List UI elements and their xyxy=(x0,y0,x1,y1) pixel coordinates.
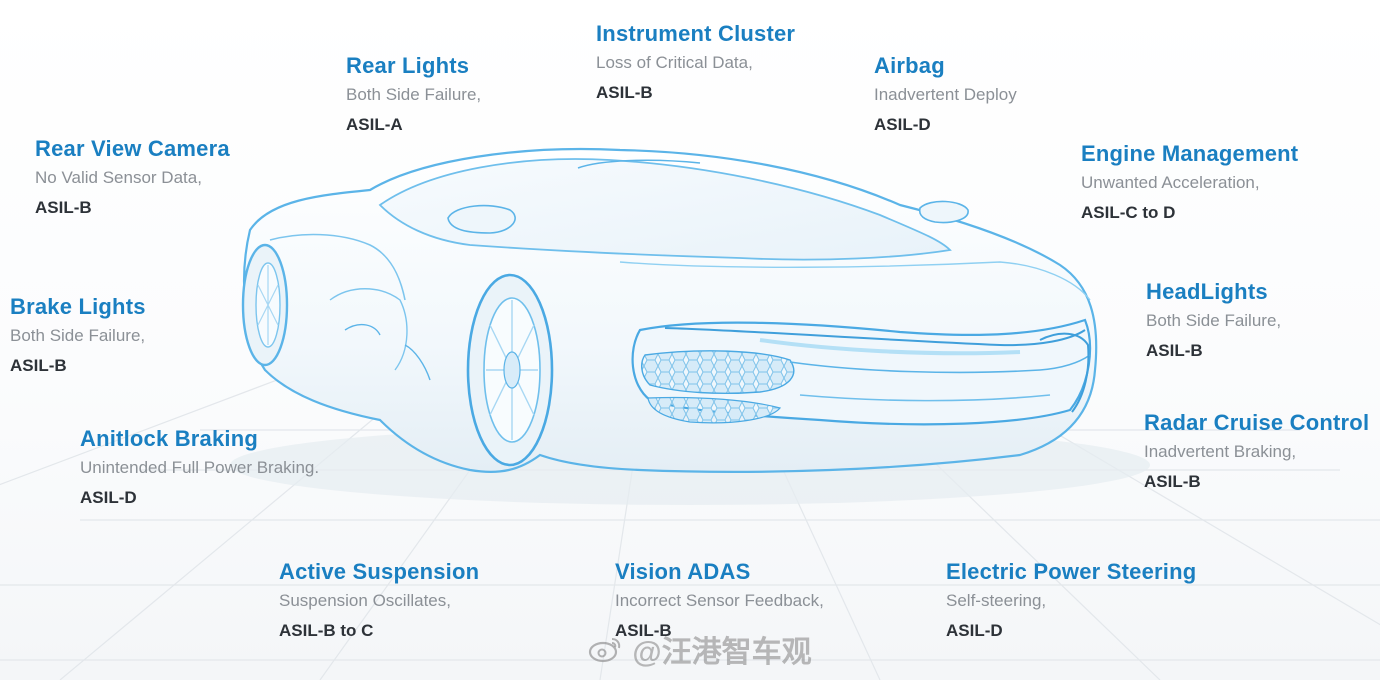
callout-title: Engine Management xyxy=(1081,141,1299,166)
callout-airbag: Airbag Inadvertent Deploy ASIL-D xyxy=(874,53,1017,136)
callout-vision-adas: Vision ADAS Incorrect Sensor Feedback, A… xyxy=(615,559,824,642)
callout-engine-management: Engine Management Unwanted Acceleration,… xyxy=(1081,141,1298,224)
callout-asil: ASIL-B xyxy=(615,621,672,640)
callout-rear-view-camera: Rear View Camera No Valid Sensor Data, A… xyxy=(35,136,230,219)
callout-title: Active Suspension xyxy=(279,559,480,584)
callout-title: HeadLights xyxy=(1146,279,1268,304)
callout-antilock-braking: Anitlock Braking Unintended Full Power B… xyxy=(80,426,319,509)
callout-description: Inadvertent Deploy xyxy=(874,85,1017,104)
callout-title: Airbag xyxy=(874,53,945,78)
callout-asil: ASIL-D xyxy=(80,488,137,507)
callout-description: No Valid Sensor Data, xyxy=(35,168,202,187)
callout-asil: ASIL-D xyxy=(946,621,1003,640)
callout-brake-lights: Brake Lights Both Side Failure, ASIL-B xyxy=(10,294,146,377)
callout-instrument-cluster: Instrument Cluster Loss of Critical Data… xyxy=(596,21,795,104)
callout-title: Brake Lights xyxy=(10,294,146,319)
callout-asil: ASIL-D xyxy=(874,115,931,134)
weibo-icon xyxy=(588,638,621,663)
watermark: @汪港智车观 xyxy=(588,627,812,671)
callout-asil: ASIL-B xyxy=(1146,341,1203,360)
callout-asil: ASIL-B xyxy=(596,83,653,102)
callout-headlights: HeadLights Both Side Failure, ASIL-B xyxy=(1146,279,1281,362)
callout-radar-cruise-control: Radar Cruise Control Inadvertent Braking… xyxy=(1144,410,1369,493)
callout-asil: ASIL-B to C xyxy=(279,621,374,640)
callout-title: Electric Power Steering xyxy=(946,559,1197,584)
watermark-text: @汪港智车观 xyxy=(632,636,812,669)
callout-asil: ASIL-B xyxy=(10,356,67,375)
callout-asil: ASIL-B xyxy=(35,198,92,217)
callout-asil: ASIL-A xyxy=(346,115,403,134)
callout-description: Loss of Critical Data, xyxy=(596,53,753,72)
callout-active-suspension: Active Suspension Suspension Oscillates,… xyxy=(279,559,479,642)
callout-description: Both Side Failure, xyxy=(346,85,482,104)
callout-rear-lights: Rear Lights Both Side Failure, ASIL-A xyxy=(346,53,481,136)
callout-title: Vision ADAS xyxy=(615,559,751,584)
callout-description: Suspension Oscillates, xyxy=(279,591,451,610)
callout-title: Anitlock Braking xyxy=(80,426,259,451)
callout-description: Incorrect Sensor Feedback, xyxy=(615,591,824,610)
callout-title: Instrument Cluster xyxy=(596,21,796,46)
callout-asil: ASIL-B xyxy=(1144,472,1201,491)
callout-description: Inadvertent Braking, xyxy=(1144,442,1297,461)
callout-electric-power-steering: Electric Power Steering Self-steering, A… xyxy=(946,559,1196,642)
callout-title: Rear View Camera xyxy=(35,136,230,161)
callout-description: Self-steering, xyxy=(946,591,1047,610)
callout-title: Rear Lights xyxy=(346,53,470,78)
callout-description: Unwanted Acceleration, xyxy=(1081,173,1260,192)
callout-asil: ASIL-C to D xyxy=(1081,203,1176,222)
callout-title: Radar Cruise Control xyxy=(1144,410,1370,435)
callout-description: Unintended Full Power Braking. xyxy=(80,458,320,477)
callout-description: Both Side Failure, xyxy=(1146,311,1282,330)
callout-description: Both Side Failure, xyxy=(10,326,146,345)
